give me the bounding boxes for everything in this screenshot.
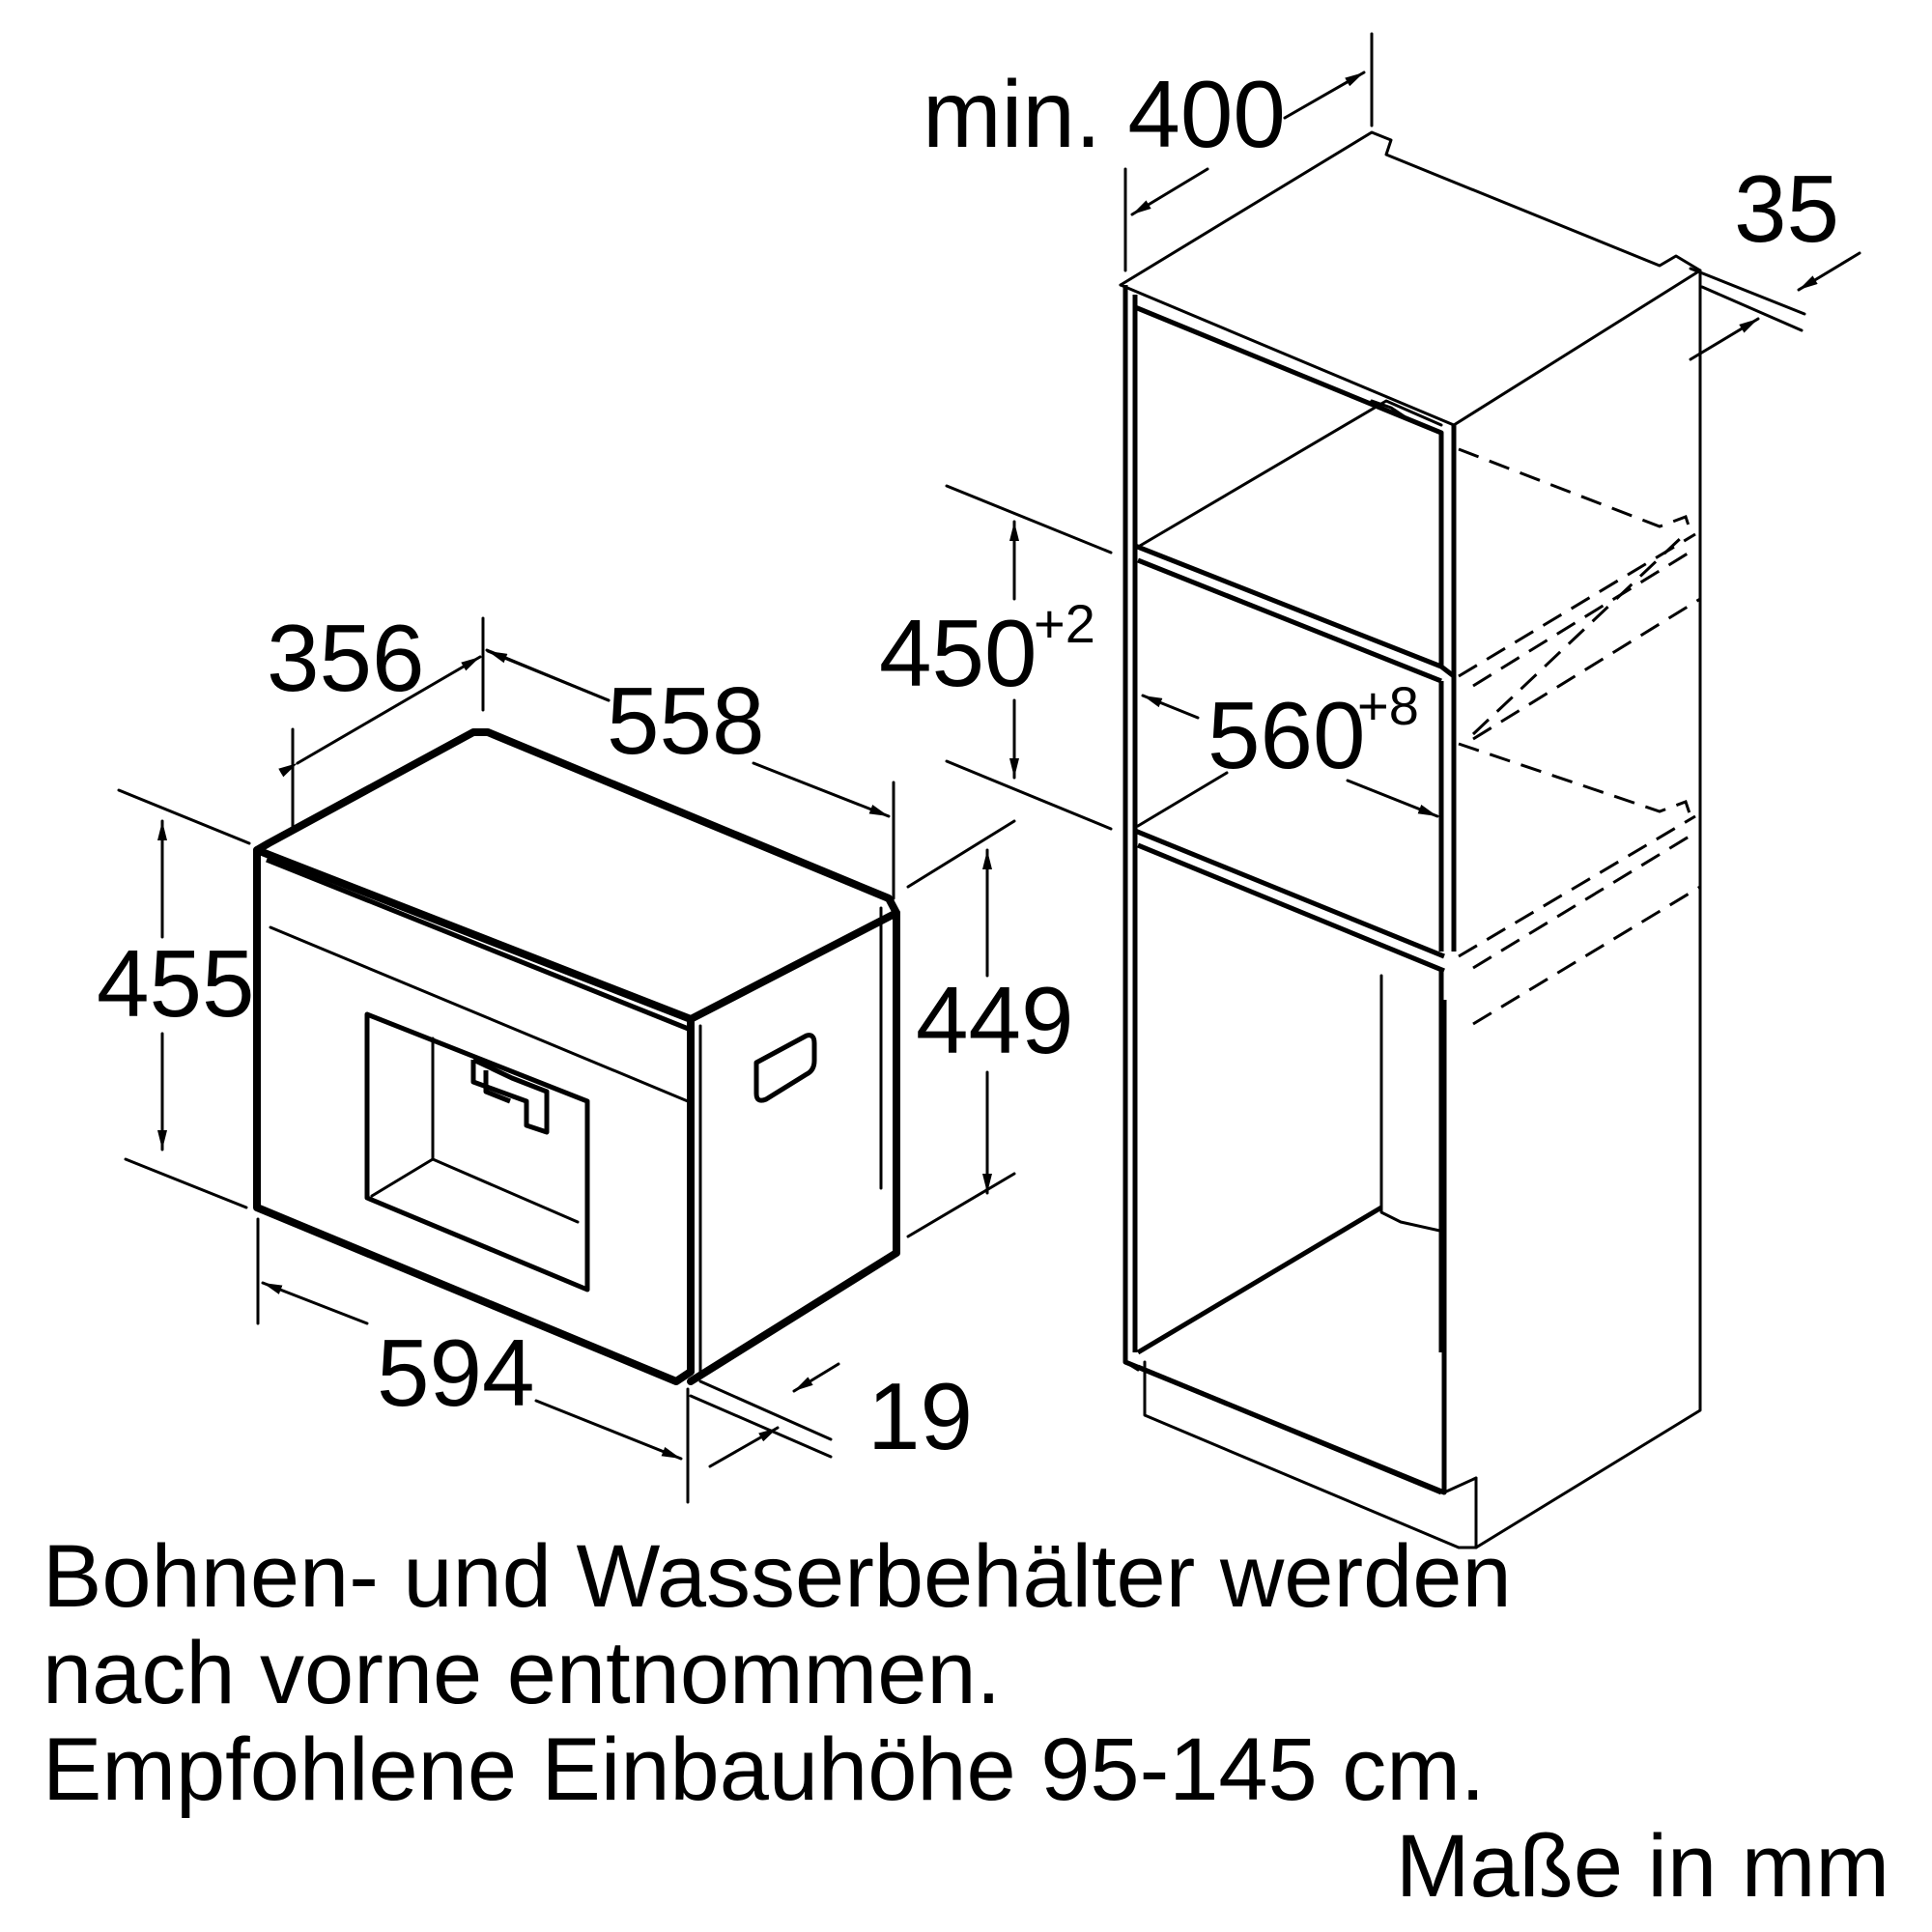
coffee-machine-drawing: 356 558 455 449 594 19: [97, 605, 1074, 1504]
note-line-2: nach vorne entnommen.: [43, 1624, 1002, 1722]
installation-note: Bohnen- und Wasserbehälter werden nach v…: [43, 1528, 1512, 1818]
dim-cabinet-min-depth: min. 400: [923, 61, 1286, 167]
dim-machine-depth: 356: [267, 605, 425, 711]
note-line-1: Bohnen- und Wasserbehälter werden: [43, 1527, 1512, 1626]
dim-machine-height-left: 455: [97, 930, 255, 1037]
cabinet-drawing: min. 400 35 450 +2 560 +8: [879, 32, 1861, 1549]
dim-niche-height-tolerance: +2: [1034, 593, 1095, 654]
dim-machine-width-front: 594: [377, 1320, 535, 1426]
dim-machine-height-right: 449: [916, 967, 1074, 1073]
dim-niche-width-tolerance: +8: [1357, 675, 1419, 736]
dim-cabinet-back-gap: 35: [1734, 156, 1839, 262]
dim-niche-height: 450: [879, 600, 1037, 706]
dim-front-offset: 19: [867, 1363, 973, 1469]
note-line-3: Empfohlene Einbauhöhe 95-145 cm.: [43, 1720, 1486, 1819]
units-label: Maße in mm: [1395, 1817, 1889, 1916]
dim-machine-width-top: 558: [607, 668, 765, 774]
dim-niche-width: 560: [1208, 682, 1366, 788]
